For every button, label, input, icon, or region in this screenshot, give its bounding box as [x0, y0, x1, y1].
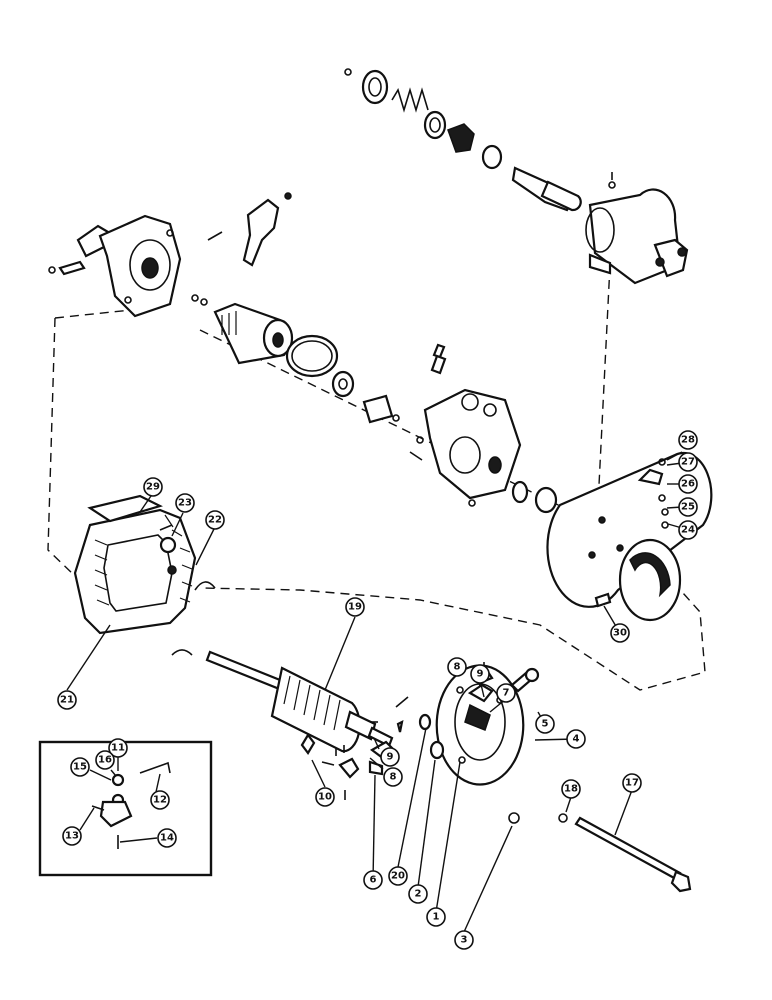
svg-text:5: 5	[542, 719, 549, 730]
drive-end-housing	[48, 214, 208, 318]
retaining-ring	[285, 334, 339, 378]
bushing	[362, 394, 394, 424]
svg-text:15: 15	[73, 762, 87, 773]
callout-5: 5	[535, 714, 555, 734]
svg-text:10: 10	[318, 792, 332, 803]
svg-text:19: 19	[348, 602, 362, 613]
svg-text:4: 4	[573, 734, 580, 745]
callout-9b: 9	[380, 747, 400, 767]
drive-pinion	[213, 302, 294, 365]
field-coils	[73, 494, 216, 656]
callout-17: 17	[622, 773, 642, 793]
callout-11: 11	[108, 738, 128, 758]
callout-20: 20	[388, 866, 408, 886]
svg-text:8: 8	[454, 662, 461, 673]
callout-7: 7	[496, 683, 516, 703]
callout-4: 4	[566, 729, 586, 749]
callout-26: 26	[678, 474, 698, 494]
svg-text:24: 24	[681, 525, 695, 536]
callout-8a: 8	[447, 657, 467, 677]
svg-text:7: 7	[503, 688, 510, 699]
through-bolt	[574, 816, 692, 893]
callout-28: 28	[678, 430, 698, 450]
center-housing	[392, 343, 522, 507]
callouts: 1 2 3 4 5 6 7 8 8 9 9 10 11 12 13 14 15 …	[57, 430, 698, 950]
callout-8b: 8	[383, 767, 403, 787]
callout-18: 18	[561, 779, 581, 799]
svg-text:28: 28	[681, 435, 695, 446]
callout-9a: 9	[470, 664, 490, 684]
armature	[205, 650, 394, 753]
svg-text:2: 2	[415, 889, 422, 900]
svg-text:11: 11	[111, 743, 125, 754]
svg-text:25: 25	[681, 502, 695, 513]
shift-lever	[207, 192, 292, 267]
callout-29: 29	[143, 477, 163, 497]
callout-22: 22	[205, 510, 225, 530]
callout-12: 12	[150, 790, 170, 810]
callout-10: 10	[315, 787, 335, 807]
solenoid-body	[585, 188, 689, 285]
svg-text:9: 9	[387, 752, 394, 763]
brake-washer	[511, 480, 529, 504]
terminal-stud-bracket	[637, 468, 664, 486]
callout-6: 6	[363, 870, 383, 890]
callout-3: 3	[454, 930, 474, 950]
svg-text:23: 23	[178, 498, 192, 509]
callout-15: 15	[70, 757, 90, 777]
svg-text:26: 26	[681, 479, 695, 490]
callout-24: 24	[678, 520, 698, 540]
svg-text:9: 9	[477, 669, 484, 680]
plunger-spring	[391, 87, 429, 113]
callout-23: 23	[175, 493, 195, 513]
svg-text:3: 3	[461, 935, 468, 946]
callout-16: 16	[95, 750, 115, 770]
svg-text:29: 29	[146, 482, 160, 493]
thrust-washer	[331, 370, 355, 398]
svg-text:6: 6	[370, 875, 377, 886]
svg-text:1: 1	[433, 912, 440, 923]
lock-washer-18	[558, 813, 568, 823]
callout-13: 13	[62, 826, 82, 846]
bushing-2	[429, 740, 445, 760]
svg-text:12: 12	[153, 795, 167, 806]
callout-27: 27	[678, 452, 698, 472]
callout-14: 14	[157, 828, 177, 848]
svg-text:14: 14	[160, 833, 174, 844]
screw-30	[594, 592, 612, 608]
washer-20	[418, 713, 432, 731]
callout-25: 25	[678, 497, 698, 517]
svg-text:30: 30	[613, 628, 627, 639]
svg-text:16: 16	[98, 755, 112, 766]
svg-text:20: 20	[391, 871, 405, 882]
svg-text:17: 17	[625, 778, 639, 789]
svg-text:13: 13	[65, 831, 79, 842]
svg-text:22: 22	[208, 515, 222, 526]
callout-19: 19	[345, 597, 365, 617]
callout-1: 1	[426, 907, 446, 927]
svg-text:21: 21	[60, 695, 74, 706]
callout-21: 21	[57, 690, 77, 710]
callout-2: 2	[408, 884, 428, 904]
svg-text:8: 8	[390, 772, 397, 783]
plug-3	[508, 812, 520, 824]
solenoid-plunger-group	[344, 68, 689, 285]
callout-30: 30	[610, 623, 630, 643]
field-washer	[534, 486, 558, 514]
brush-kit-inset	[38, 740, 213, 877]
svg-text:18: 18	[564, 784, 578, 795]
svg-text:27: 27	[681, 457, 695, 468]
